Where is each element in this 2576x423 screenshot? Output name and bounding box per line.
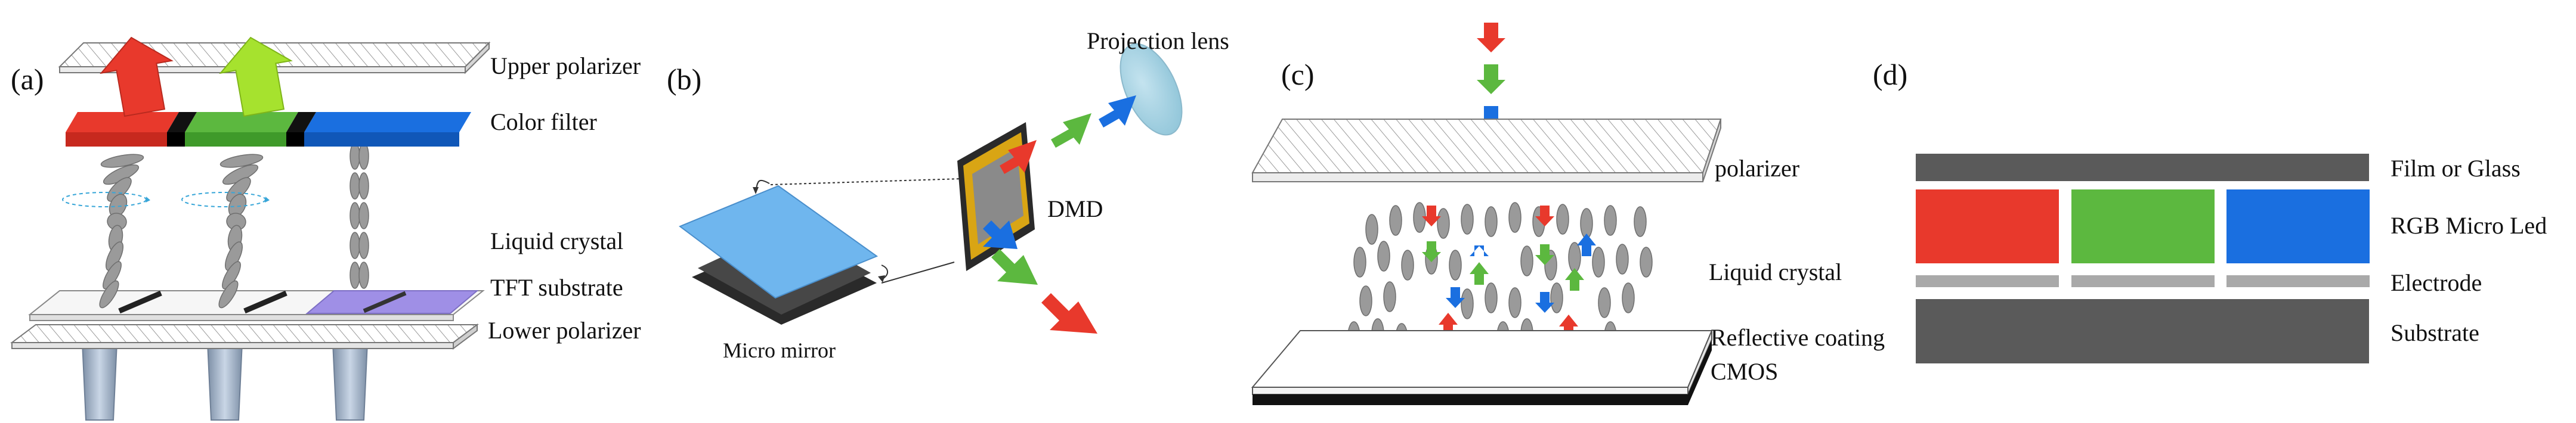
liquid-crystal-columns xyxy=(99,142,369,309)
reflective-coating-label: Reflective coating xyxy=(1711,324,1885,351)
electrode-label: Electrode xyxy=(2391,269,2482,296)
blue-output-arrow xyxy=(1099,95,1136,127)
red-light-arrow xyxy=(100,36,174,117)
green-output-arrow xyxy=(1051,113,1091,148)
panel-b-label: (b) xyxy=(667,63,701,96)
film-or-glass-label: Film or Glass xyxy=(2391,155,2521,182)
color-filter-label: Color filter xyxy=(490,108,597,135)
color-filter-layer xyxy=(66,112,471,147)
electrode-blue xyxy=(2226,275,2370,287)
backlight-legs xyxy=(81,342,369,421)
mirror-guide-lines xyxy=(753,178,961,284)
lcos-polarizer-label: polarizer xyxy=(1715,155,1799,182)
lcos-liquid-crystal-label: Liquid crystal xyxy=(1709,259,1842,285)
film-or-glass-layer xyxy=(1916,154,2369,181)
cmos-label: CMOS xyxy=(1711,358,1778,385)
green-input-arrow xyxy=(991,249,1038,285)
micro-mirror-label: Micro mirror xyxy=(723,338,836,362)
tft-substrate-label: TFT substrate xyxy=(490,274,623,301)
rotation-rings xyxy=(62,192,270,207)
dmd-chip xyxy=(957,122,1035,271)
liquid-crystal-label: Liquid crystal xyxy=(490,228,623,254)
reflective-coating-plate xyxy=(1251,330,1713,395)
red-micro-led xyxy=(1916,189,2059,263)
dmd-label: DMD xyxy=(1047,195,1103,222)
panel-a-label: (a) xyxy=(11,63,44,96)
green-light-arrow xyxy=(219,36,293,117)
panel-c: (c) xyxy=(1251,23,1885,405)
tft-substrate-plate xyxy=(28,290,485,321)
lower-polarizer-plate xyxy=(10,324,479,350)
micro-mirror xyxy=(678,185,879,325)
electrode-green xyxy=(2071,275,2215,287)
panel-b: (b) xyxy=(667,27,1229,362)
substrate-label: Substrate xyxy=(2391,319,2479,346)
red-input-arrow xyxy=(1041,293,1097,334)
lower-polarizer-label: Lower polarizer xyxy=(488,317,641,344)
cmos-layer xyxy=(1253,340,1712,405)
panel-d: (d) Film or Glass RGB Micro Led Electrod… xyxy=(1873,58,2547,363)
blue-micro-led xyxy=(2226,189,2370,263)
lcos-polarizer-plate xyxy=(1251,119,1722,182)
upper-polarizer-label: Upper polarizer xyxy=(490,52,641,79)
substrate-layer xyxy=(1916,299,2369,363)
panel-d-label: (d) xyxy=(1873,58,1907,91)
projection-lens-label: Projection lens xyxy=(1087,27,1229,54)
panel-c-label: (c) xyxy=(1281,58,1315,91)
panel-a: (a) xyxy=(10,36,641,421)
electrode-red xyxy=(1916,275,2059,287)
green-micro-led xyxy=(2071,189,2215,263)
blue-input-arrow xyxy=(983,220,1018,249)
rgb-micro-led-label: RGB Micro Led xyxy=(2391,212,2547,239)
red-output-arrow xyxy=(1000,140,1037,174)
